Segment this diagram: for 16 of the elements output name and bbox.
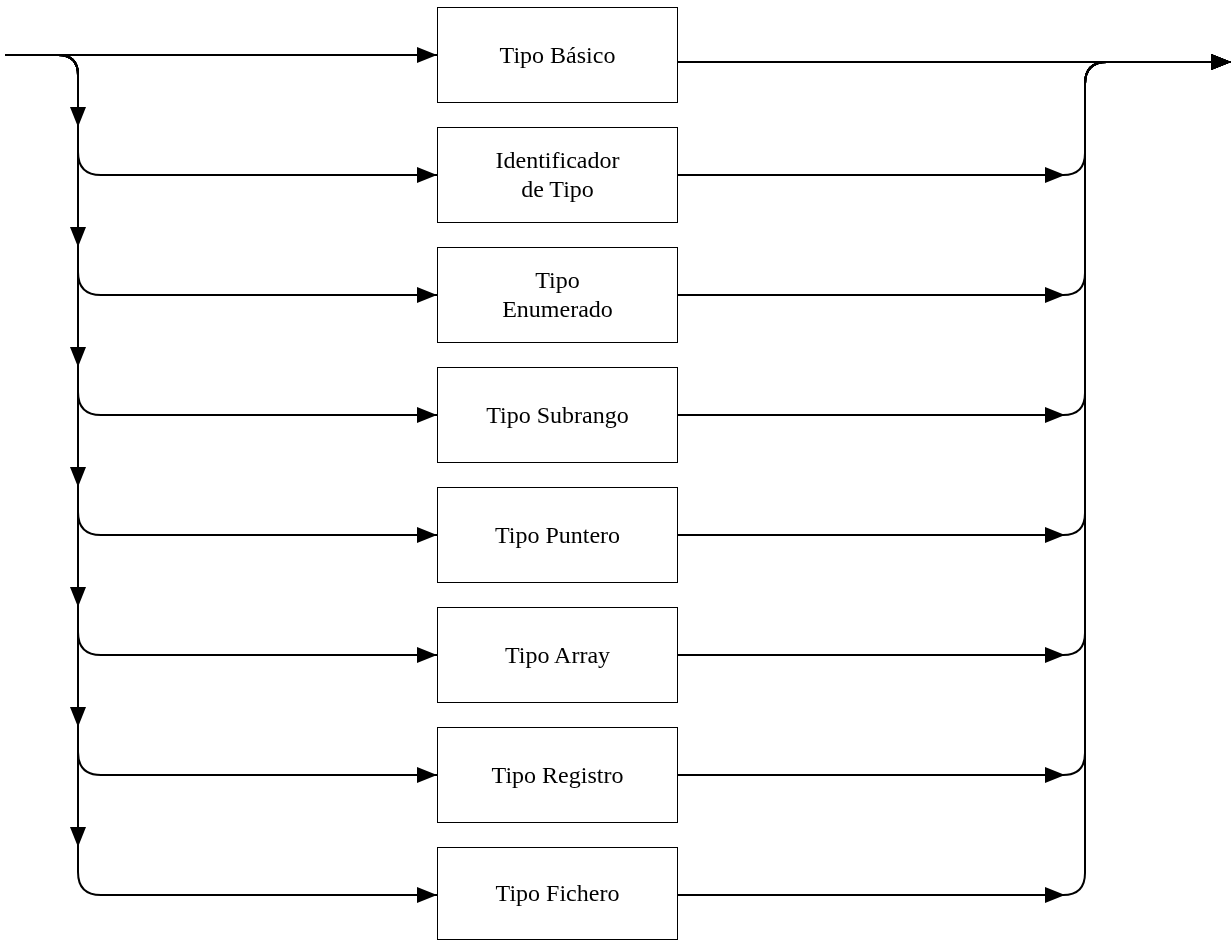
process-box (437, 247, 678, 343)
box-label: Tipo Puntero (494, 520, 621, 550)
process-box (437, 367, 678, 463)
process-box (437, 727, 678, 823)
process-box (437, 847, 678, 940)
box-label: Tipo Array (504, 640, 611, 670)
box-label: Tipo Registro (491, 760, 624, 790)
box-label: Tipo Básico (499, 40, 616, 70)
process-box (437, 607, 678, 703)
process-box (437, 7, 678, 103)
box-label: Tipo Enumerado (501, 266, 614, 324)
process-box (437, 487, 678, 583)
box-label: Identificador de Tipo (494, 146, 621, 204)
process-box (437, 127, 678, 223)
box-label: Tipo Fichero (495, 879, 620, 908)
box-label: Tipo Subrango (486, 400, 629, 430)
